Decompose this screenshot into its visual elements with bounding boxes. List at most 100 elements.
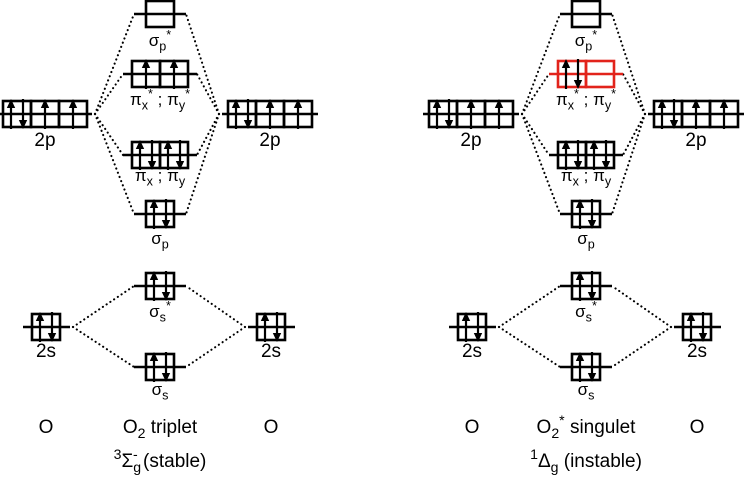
- o2-triplet-pi-box-1: [158, 140, 190, 170]
- o2-triplet-pi-box-1-electron-down-head: [175, 161, 185, 170]
- o2-triplet-sigma_s_star-box-0-electron-down-head: [161, 292, 171, 301]
- o2-singlet-sigma_p-label: σp: [577, 229, 595, 252]
- o2-singlet-connector-pR-1: [621, 72, 647, 116]
- o2-triplet-sigma_p-box-0: [144, 199, 176, 229]
- o2-singlet-pi_star-box-0-electron-up-head: [561, 59, 571, 68]
- o2-triplet-connector-pR-2: [195, 112, 221, 157]
- o2-triplet-p-right-box-0-electron-up-head: [231, 99, 241, 108]
- o2-triplet-pi_star-box-0-electron-up-head: [141, 59, 151, 68]
- o2-triplet-sigma_s-label: σs: [152, 380, 169, 403]
- o2-triplet-s-right-label: 2s: [261, 341, 281, 362]
- o2-singlet-molecule-caption: O2* singulet: [537, 412, 637, 441]
- o2-singlet-s-right-box-0-electron-up-head: [686, 312, 696, 321]
- o2-triplet-sigma_s-box-0: [144, 352, 176, 382]
- o2-triplet-sigma_p_star-box-0: [144, 0, 176, 29]
- o2-triplet-sigma_s-box-0-electron-down-head: [161, 373, 171, 382]
- o2-singlet-p-left-box-0-electron-up-head: [432, 99, 442, 108]
- o2-triplet-sigma_p-box-0-electron-down-head: [161, 220, 171, 229]
- o2-triplet-pi-box-1-electron-up-head: [163, 140, 173, 149]
- o2-singlet-p-right-label: 2p: [685, 130, 706, 151]
- o2-singlet-connector-pR-0: [610, 12, 647, 116]
- o2-singlet-s-left-box-0-electron-down-head: [473, 333, 483, 342]
- o2-singlet-pi_star-box-1: [584, 59, 616, 89]
- o2-triplet-atom-symbol-right: O: [264, 417, 279, 438]
- o2-singlet-connector-pR-3: [610, 112, 647, 216]
- o2-triplet-p-right-box-2-electron-up-head: [293, 99, 303, 108]
- o2-singlet-sigma_s_star-box-0: [570, 271, 602, 301]
- o2-singlet-pi_star-label: πx* ; πy*: [556, 87, 616, 113]
- o2-triplet-sigma_p_star-label: σp*: [149, 28, 172, 54]
- o2-singlet-sigma_s_star-label: σs*: [575, 299, 597, 325]
- o2-singlet-sigma_p-box-0: [570, 199, 602, 229]
- o2-singlet-s-right-label: 2s: [687, 341, 707, 362]
- diagram-o2-singlet: σp* πx* ; πy* πx ; πy σp σs* σs 2p 2p 2s 2sO O O2* …: [423, 0, 744, 475]
- o2-triplet-pi_star-box-1-electron-up-head: [169, 59, 179, 68]
- o2-singlet-s-left-box-0: [456, 312, 488, 342]
- o2-triplet-connector-pL-1: [93, 72, 125, 116]
- o2-singlet-pi-box-0-electron-up-head: [561, 140, 571, 149]
- o2-singlet-connector-sL-1: [497, 325, 562, 369]
- o2-triplet-molecule-caption: O2 triplet: [123, 417, 198, 441]
- o2-singlet-term-symbol: 1Δg (instable): [530, 446, 642, 475]
- o2-triplet-pi-box-0-electron-down-head: [147, 161, 157, 170]
- o2-singlet-atom-symbol-left: O: [465, 417, 480, 438]
- o2-singlet-s-left-box-0-electron-up-head: [461, 312, 471, 321]
- o2-singlet-connector-sL-0: [497, 284, 562, 329]
- o2-triplet-connector-pL-3: [93, 112, 136, 216]
- o2-triplet-sigma_s_star-box-0: [144, 271, 176, 301]
- o2-triplet-sigma_s-box-0-electron-up-head: [149, 352, 159, 361]
- o2-triplet-connector-pR-3: [184, 112, 221, 216]
- o2-singlet-pi-label: πx ; πy: [561, 166, 612, 189]
- o2-triplet-s-left-box-0: [30, 312, 62, 342]
- o2-singlet-s-left-label: 2s: [462, 341, 482, 362]
- o2-triplet-connector-sR-0: [184, 284, 247, 329]
- o2-triplet-pi_star-label: πx* ; πy*: [130, 87, 190, 113]
- o2-singlet-pi-box-1-electron-up-head: [589, 140, 599, 149]
- o2-singlet-s-right-box-0: [681, 312, 713, 342]
- o2-triplet-s-left-box-0-electron-down-head: [47, 333, 57, 342]
- o2-singlet-sigma_s-label: σs: [578, 380, 595, 403]
- o2-triplet-s-left-box-0-electron-up-head: [35, 312, 45, 321]
- o2-singlet-p-left-box-2-electron-up-head: [494, 99, 504, 108]
- o2-triplet-connector-pL-2: [93, 112, 125, 157]
- o2-triplet-s-right-box-0: [255, 312, 287, 342]
- o2-singlet-connector-pR-2: [621, 112, 647, 157]
- o2-triplet-s-right-box-0-electron-up-head: [260, 312, 270, 321]
- o2-singlet-p-right-box-2-electron-up-head: [719, 99, 729, 108]
- o2-singlet-connector-sR-0: [610, 284, 673, 329]
- o2-triplet-atom-symbol-left: O: [39, 417, 54, 438]
- o2-triplet-p-right-box-1-electron-up-head: [265, 99, 275, 108]
- o2-singlet-p-left-box-0-electron-down-head: [444, 120, 454, 129]
- o2-singlet-sigma_s-box-0: [570, 352, 602, 382]
- o2-singlet-p-right-box-0-electron-down-head: [669, 120, 679, 129]
- o2-triplet-sigma_s_star-box-0-electron-up-head: [149, 271, 159, 280]
- o2-triplet-connector-sR-1: [184, 325, 247, 369]
- o2-singlet-pi-box-1-electron-down-head: [601, 161, 611, 170]
- o2-triplet-sigma_s_star-label: σs*: [149, 299, 171, 325]
- o2-singlet-connector-sR-1: [610, 325, 673, 369]
- o2-singlet-pi_star-box-0-electron-down-head: [573, 80, 583, 89]
- o2-triplet-pi-label: πx ; πy: [135, 166, 186, 189]
- o2-singlet-atom-symbol-right: O: [690, 417, 705, 438]
- o2-singlet-sigma_s_star-box-0-electron-down-head: [587, 292, 597, 301]
- o2-singlet-connector-pL-1: [520, 72, 551, 116]
- o2-triplet-p-left-box-0-electron-up-head: [6, 99, 16, 108]
- o2-triplet-connector-pL-0: [93, 12, 136, 116]
- o2-singlet-sigma_s-box-0-electron-up-head: [575, 352, 585, 361]
- o2-singlet-p-left-label: 2p: [460, 130, 481, 151]
- o2-singlet-p-left-box-1-electron-up-head: [466, 99, 476, 108]
- o2-singlet-p-right-box-1-electron-up-head: [691, 99, 701, 108]
- o2-triplet-sigma_p-label: σp: [151, 229, 169, 252]
- o2-singlet-sigma_s_star-box-0-electron-up-head: [575, 271, 585, 280]
- o2-triplet-p-right-label: 2p: [259, 130, 280, 151]
- o2-singlet-sigma_p-box-0-electron-down-head: [587, 220, 597, 229]
- o2-triplet-p-left-box-0-electron-down-head: [18, 120, 28, 129]
- o2-triplet-pi-box-0-electron-up-head: [135, 140, 145, 149]
- o2-singlet-pi-box-0-electron-down-head: [573, 161, 583, 170]
- o2-triplet-s-left-label: 2s: [36, 341, 56, 362]
- o2-singlet-s-right-box-0-electron-down-head: [698, 333, 708, 342]
- o2-singlet-sigma_p_star-label: σp*: [575, 28, 598, 54]
